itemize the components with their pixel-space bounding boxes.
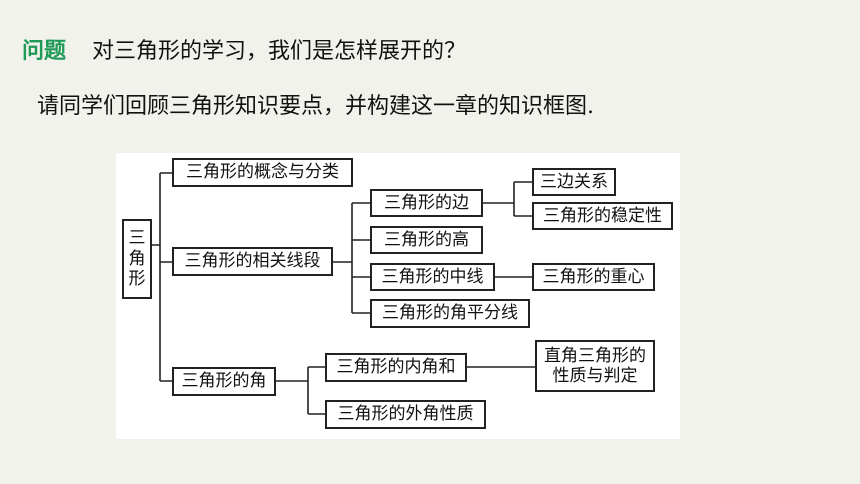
node-concept: 三角形的概念与分类 — [172, 158, 353, 187]
root-char-3: 形 — [128, 269, 146, 290]
knowledge-diagram: 三 角 形 三角形的概念与分类 三角形的相关线段 三角形的边 三边关系 三角形的… — [116, 153, 680, 439]
root-connector — [150, 172, 172, 382]
node-exterior: 三角形的外角性质 — [325, 400, 486, 429]
node-centroid: 三角形的重心 — [532, 263, 655, 291]
node-interior-sum: 三角形的内角和 — [325, 353, 467, 382]
question-text: 对三角形的学习，我们是怎样展开的？ — [92, 39, 467, 64]
root-char-2: 角 — [128, 248, 146, 269]
connector-lines — [150, 172, 535, 415]
node-segments: 三角形的相关线段 — [172, 247, 333, 276]
segments-connector — [332, 202, 370, 314]
node-stability: 三角形的稳定性 — [532, 202, 673, 230]
node-root: 三 角 形 — [122, 219, 152, 299]
node-bisector: 三角形的角平分线 — [370, 299, 530, 328]
intro-text: 请同学们回顾三角形知识要点，并构建这一章的知识框图. — [37, 94, 594, 119]
question-tag: 问题 — [22, 39, 67, 64]
node-side: 三角形的边 — [370, 189, 483, 217]
node-altitude: 三角形的高 — [370, 226, 483, 254]
angles-connector — [276, 366, 325, 415]
root-char-1: 三 — [128, 228, 146, 249]
question-line: 问题对三角形的学习，我们是怎样展开的？ — [22, 33, 466, 65]
node-triangle-inequality: 三边关系 — [532, 168, 616, 196]
node-angles: 三角形的角 — [172, 367, 276, 396]
node-median: 三角形的中线 — [370, 263, 495, 291]
right-triangle-line-2: 性质与判定 — [552, 366, 638, 386]
node-right-triangle: 直角三角形的 性质与判定 — [535, 340, 655, 392]
side-connector — [483, 181, 532, 217]
right-triangle-line-1: 直角三角形的 — [544, 345, 646, 366]
